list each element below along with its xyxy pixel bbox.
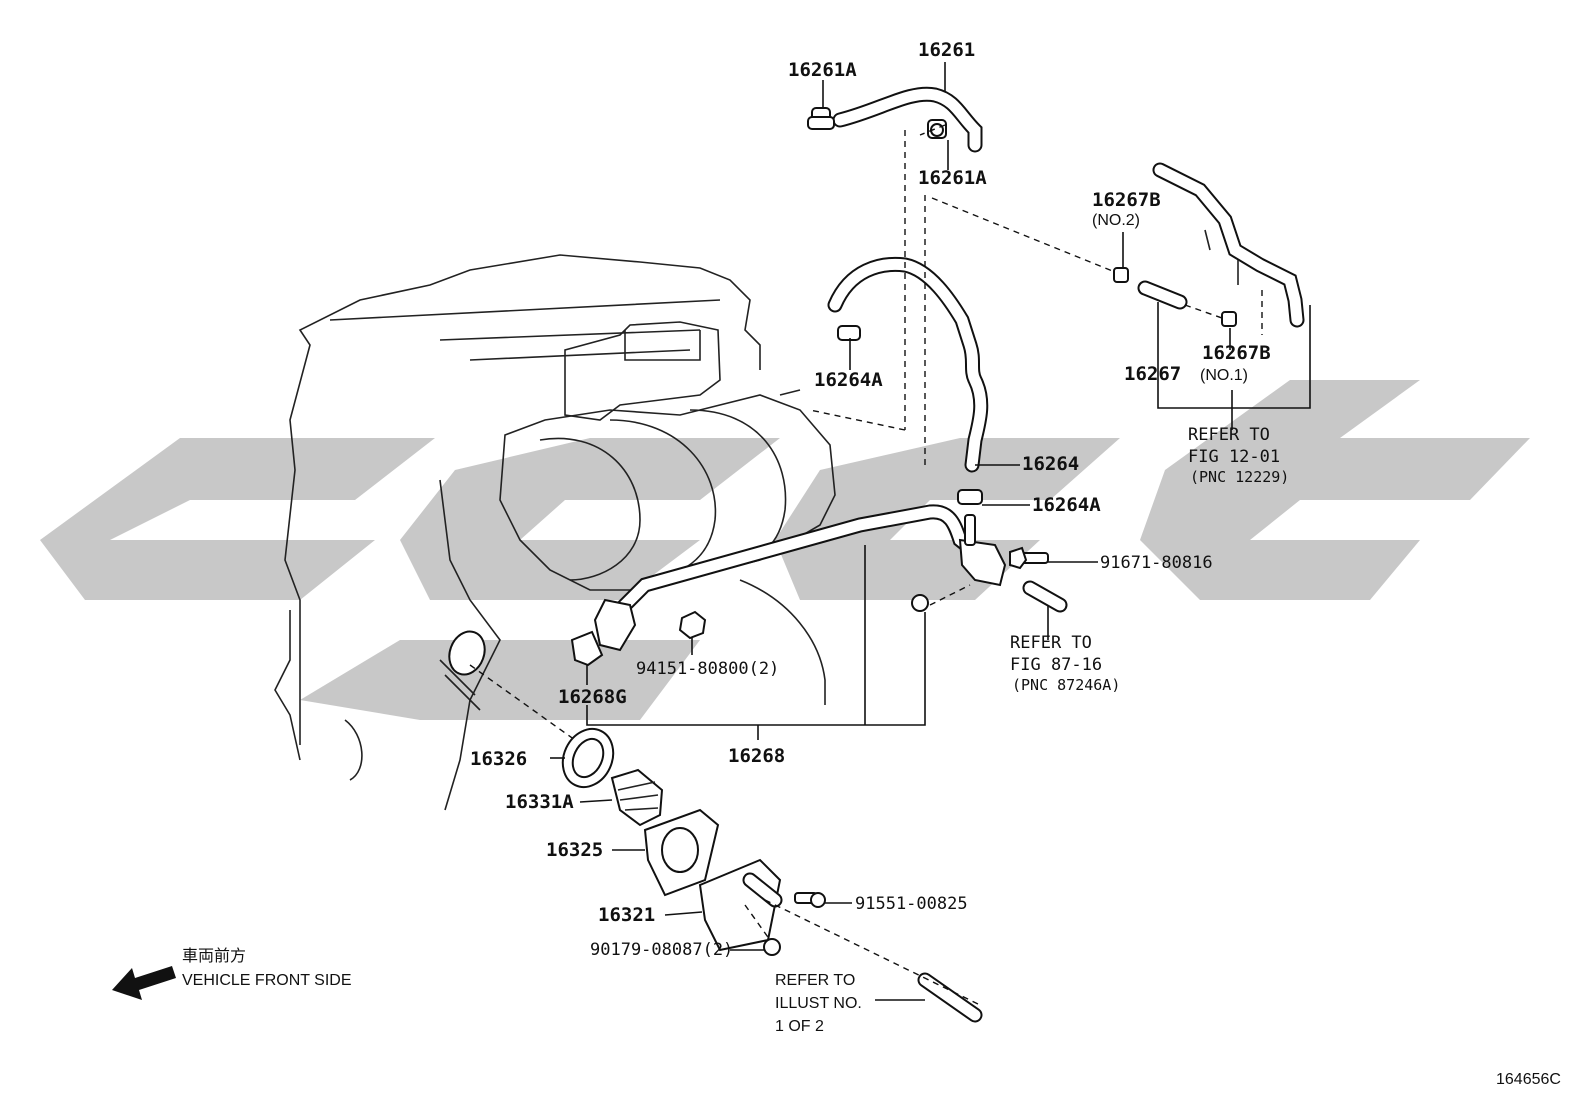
label-refer-1201-b: FIG 12-01 xyxy=(1188,447,1280,467)
label-refer-illust-c: 1 OF 2 xyxy=(775,1018,824,1035)
label-no1: (NO.1) xyxy=(1200,367,1248,384)
label-16264A-top: 16264A xyxy=(814,369,883,391)
clamp-16267B-no2 xyxy=(1113,267,1129,283)
label-16321: 16321 xyxy=(598,904,655,926)
label-90179: 90179-08087(2) xyxy=(590,940,733,960)
label-refer-1201-c: (PNC 12229) xyxy=(1190,468,1289,486)
hose-16261 xyxy=(832,86,983,153)
hose-16267 xyxy=(1137,280,1188,310)
label-front-jp: 車両前方 xyxy=(182,947,246,965)
label-16267B-no2: 16267B xyxy=(1092,189,1161,211)
pipe-1201 xyxy=(1152,162,1305,328)
gasket-16268G xyxy=(570,630,604,667)
vehicle-front-arrow-icon xyxy=(112,966,176,1000)
label-16268G: 16268G xyxy=(558,686,627,708)
label-refer-illust-a: REFER TO xyxy=(775,972,855,989)
label-16261A-bottom: 16261A xyxy=(918,167,987,189)
bolt-91551 xyxy=(794,892,826,908)
gasket-near-pipe xyxy=(911,594,929,612)
nut-94151 xyxy=(678,610,707,640)
clamp-16261A-top xyxy=(807,107,835,130)
thermostat-16331A xyxy=(610,768,664,827)
label-refer-illust-b: ILLUST NO. xyxy=(775,995,862,1012)
clamp-16264A-mid xyxy=(957,489,983,505)
label-16264: 16264 xyxy=(1022,453,1079,475)
label-16267B-no1: 16267B xyxy=(1202,342,1271,364)
label-16331A: 16331A xyxy=(505,791,574,813)
inlet-16321 xyxy=(698,858,783,952)
clamp-16261A-bottom xyxy=(927,119,947,139)
clamp-16264A-top xyxy=(837,325,861,341)
label-16261: 16261 xyxy=(918,39,975,61)
label-94151: 94151-80800(2) xyxy=(636,659,779,679)
label-refer-1201-a: REFER TO xyxy=(1188,425,1270,445)
label-refer-8716-c: (PNC 87246A) xyxy=(1012,676,1120,694)
seal-16326 xyxy=(561,727,615,789)
leader-lines xyxy=(469,62,1311,1006)
pipe-16268 xyxy=(593,504,1007,652)
label-16264A-mid: 16264A xyxy=(1032,494,1101,516)
hose-stub-8716 xyxy=(1022,580,1068,613)
label-16325: 16325 xyxy=(546,839,603,861)
engine-block xyxy=(274,254,836,811)
gasket-16325 xyxy=(643,808,720,897)
label-refer-8716-b: FIG 87-16 xyxy=(1010,655,1102,675)
label-no2: (NO.2) xyxy=(1092,212,1140,229)
label-16268: 16268 xyxy=(728,745,785,767)
bolt-91671 xyxy=(1009,546,1049,570)
hose-lower-illust xyxy=(917,972,983,1023)
figure-id: 164656C xyxy=(1496,1071,1561,1088)
label-16267: 16267 xyxy=(1124,363,1181,385)
label-91551: 91551-00825 xyxy=(855,894,968,914)
clamp-16267B-no1 xyxy=(1221,311,1237,327)
label-refer-8716-a: REFER TO xyxy=(1010,633,1092,653)
stud-left xyxy=(439,630,486,711)
label-16326: 16326 xyxy=(470,748,527,770)
watermark xyxy=(40,380,1530,720)
hose-16264 xyxy=(827,256,989,473)
part-labels: 16261 16261A 16261A 16267B (NO.2) 16267B… xyxy=(182,39,1561,1088)
label-16261A-top: 16261A xyxy=(788,59,857,81)
label-front-en: VEHICLE FRONT SIDE xyxy=(182,972,352,989)
label-91671: 91671-80816 xyxy=(1100,553,1213,573)
bolt-90179 xyxy=(763,938,781,956)
